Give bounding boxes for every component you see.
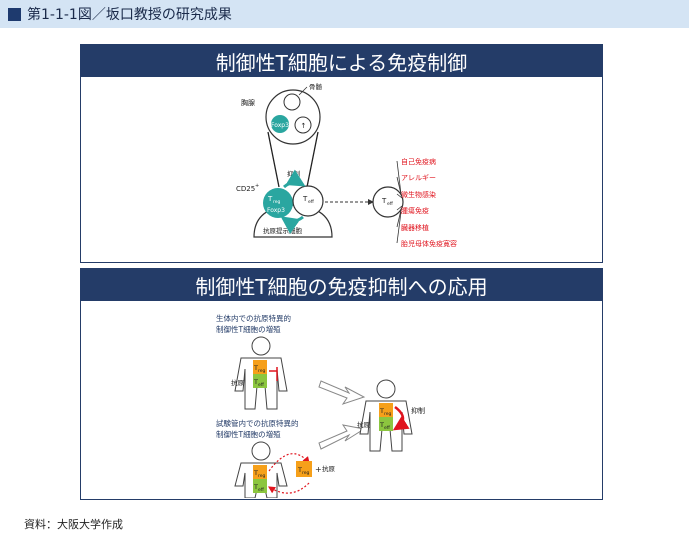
open-arrow-top — [318, 380, 366, 405]
svg-text:T: T — [253, 469, 258, 477]
figure-header: 第1-1-1図／坂口教授の研究成果 — [0, 0, 689, 28]
suppression-label: 抑制 — [287, 169, 301, 178]
disease-item: 胎児母体免疫寛容 — [401, 239, 457, 248]
svg-text:eff: eff — [387, 201, 394, 207]
svg-text:T: T — [253, 483, 258, 491]
treg-cell — [263, 188, 293, 218]
body-figure-result: T reg T eff 抑制 抗原 — [357, 379, 425, 452]
foxp3-cell-thymus — [271, 115, 289, 133]
disease-item: 微生物感染 — [401, 190, 436, 199]
panel2-title: 制御性T細胞の免疫抑制への応用 — [81, 269, 602, 301]
svg-text:T: T — [302, 195, 308, 203]
antigen-label: 抗原 — [231, 378, 245, 387]
treg-box — [253, 360, 267, 374]
panel1-title: 制御性T細胞による免疫制御 — [81, 45, 602, 77]
disease-item: 腫瘍免疫 — [401, 206, 429, 215]
treg-box-vitro — [296, 461, 312, 477]
source-note: 資料：大阪大学作成 — [24, 518, 123, 531]
invitro-caption-2: 制御性T細胞の増殖 — [216, 429, 281, 439]
svg-text:reg: reg — [384, 411, 392, 417]
t-cell-thymus — [294, 116, 312, 134]
svg-text:reg: reg — [273, 199, 281, 205]
suppression-arrow-bottom — [280, 215, 304, 234]
svg-text:T: T — [253, 378, 258, 386]
panel2-diagram: 生体内での抗原特異的 制御性T細胞の増殖 T reg T eff 抗原 T re… — [216, 313, 425, 498]
panel-immune-control: 制御性T細胞による免疫制御 胸腺 骨髄 Foxp3 ↑ 抗原提示細胞 T re — [80, 44, 603, 263]
bone-marrow-label: 骨髄 — [309, 82, 323, 91]
invitro-caption-1: 試験管内での抗原特異的 — [216, 418, 299, 428]
disease-item: 自己免疫病 — [401, 157, 436, 166]
figure-title: 第1-1-1図／坂口教授の研究成果 — [27, 7, 232, 23]
svg-text:T: T — [253, 364, 258, 372]
thymus-label: 胸腺 — [241, 98, 255, 107]
svg-text:T: T — [381, 197, 387, 205]
svg-text:reg: reg — [258, 473, 266, 479]
svg-text:eff: eff — [308, 199, 315, 205]
svg-text:eff: eff — [384, 425, 391, 431]
disease-item: 臓器移植 — [401, 223, 429, 232]
cd25-label: CD25 — [236, 185, 255, 193]
svg-text:↑: ↑ — [301, 122, 307, 130]
svg-text:T: T — [267, 195, 273, 203]
svg-text:reg: reg — [258, 368, 266, 374]
plus-sign: + — [315, 465, 322, 474]
antigen-label: 抗原 — [322, 464, 336, 473]
treg-box — [253, 465, 267, 479]
invivo-caption-1: 生体内での抗原特異的 — [216, 313, 291, 323]
apc-label: 抗原提示細胞 — [263, 226, 303, 235]
panel-application: 制御性T細胞の免疫抑制への応用 生体内での抗原特異的 制御性T細胞の増殖 T r… — [80, 268, 603, 500]
body-figure-invivo: T reg T eff 抗原 — [231, 336, 288, 410]
suppression-arrow-top — [283, 169, 306, 189]
body-figure-invitro: T reg T eff — [234, 441, 310, 498]
svg-text:eff: eff — [258, 382, 265, 388]
open-arrow-bottom — [318, 424, 366, 450]
foxp3-label-treg: Foxp3 — [267, 207, 285, 214]
teff-box — [253, 479, 267, 493]
svg-text:+: + — [255, 183, 259, 189]
treg-box — [379, 403, 393, 417]
svg-text:T: T — [379, 407, 384, 415]
teff-cell-right — [372, 186, 404, 218]
svg-text:T: T — [297, 466, 302, 474]
panel1-diagram: 胸腺 骨髄 Foxp3 ↑ 抗原提示細胞 T reg Foxp3 T eff C… — [236, 82, 457, 248]
invivo-caption-2: 制御性T細胞の増殖 — [216, 324, 281, 334]
teff-cell — [292, 185, 324, 217]
svg-text:reg: reg — [302, 470, 310, 476]
teff-box — [253, 374, 267, 388]
disease-item: アレルギー — [401, 174, 436, 182]
teff-box — [379, 417, 393, 431]
suppression-label: 抑制 — [411, 406, 425, 415]
header-square-icon — [8, 7, 21, 21]
svg-text:T: T — [379, 421, 384, 429]
disease-list: 自己免疫病 アレルギー 微生物感染 腫瘍免疫 臓器移植 胎児母体免疫寛容 — [401, 157, 457, 248]
antigen-label: 抗原 — [357, 420, 371, 429]
foxp3-label-thymus: Foxp3 — [271, 122, 289, 129]
stem-cell — [283, 93, 301, 111]
svg-text:eff: eff — [258, 487, 265, 493]
